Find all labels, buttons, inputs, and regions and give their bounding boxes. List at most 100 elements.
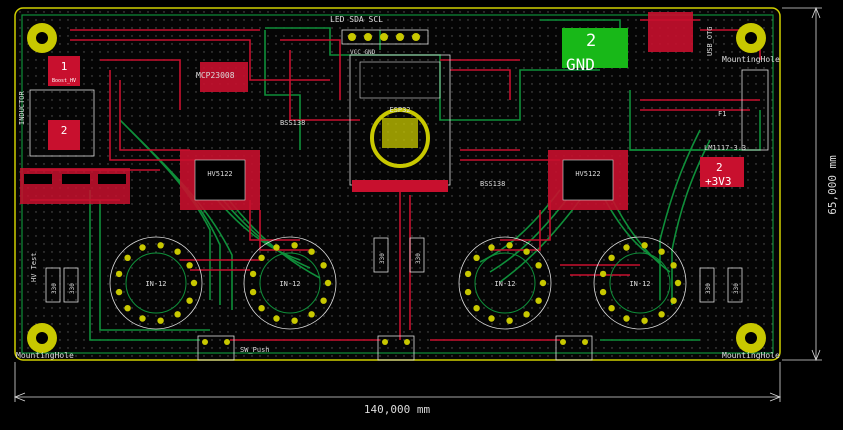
tube-4-pin — [599, 270, 607, 278]
boost-pad-1-number: 1 — [61, 60, 68, 73]
tube-1-pin — [139, 244, 146, 251]
tube-2-pin — [273, 315, 280, 322]
tube-2-pin — [291, 317, 298, 324]
mounting-hole-top-right — [736, 23, 766, 53]
tube-4-pin — [670, 262, 677, 269]
hv-driver-left: HV5122 — [180, 150, 260, 210]
resistor-6: 330 — [727, 267, 743, 303]
inductor-outline — [29, 89, 95, 157]
tube-2-pin — [308, 311, 315, 318]
tube-4-pin — [641, 242, 648, 249]
tube-4-pin — [670, 297, 677, 304]
tube-3-pin — [473, 305, 480, 312]
tube-4-pin — [623, 315, 630, 322]
hv-test-label: HV Test — [30, 252, 38, 282]
tube-2-pin — [258, 305, 265, 312]
tube-2-pin — [320, 262, 327, 269]
width-dimension — [13, 362, 782, 402]
center-header-label: LED SDA SCL — [330, 15, 383, 24]
tube-1-pin — [186, 262, 193, 269]
gnd-pad-number: 2 — [586, 31, 596, 51]
tube-2-pin — [273, 244, 280, 251]
v33-pad-label: +3V3 — [705, 175, 732, 188]
switch-1-label: SW_Push — [240, 346, 270, 354]
tube-pins — [115, 242, 682, 324]
boost-pad-2: 2 — [48, 120, 80, 150]
tube-3-pin — [523, 248, 530, 255]
resistor-2-label: 330 — [69, 283, 76, 294]
mounting-hole-label-bottom-right: MountingHole — [722, 351, 780, 360]
mounting-hole-bottom-left — [27, 323, 57, 353]
tube-socket-2: IN-12 — [243, 236, 337, 330]
mosfet-label-right: BSS138 — [480, 180, 505, 188]
esp32-module: ESP32 — [349, 54, 451, 192]
gnd-pad: 2 GND — [562, 28, 628, 74]
resistor-6-label: 330 — [733, 283, 740, 294]
tube-1-pin — [115, 270, 123, 278]
tube-2-pin — [324, 279, 332, 287]
gnd-pad-label: GND — [566, 55, 595, 74]
tube-3-pin — [506, 317, 513, 324]
tube-1-pin — [190, 279, 198, 287]
mosfet-label-left: BSS138 — [280, 119, 305, 127]
tube-socket-1: IN-12 — [109, 236, 203, 330]
tube-3-pin — [539, 279, 547, 287]
fuse-label: F1 — [718, 110, 726, 118]
resistor-4: 330 — [409, 237, 425, 273]
boost-pad-1: 1 Boost_HV — [48, 56, 80, 86]
tube-4-pin — [608, 254, 615, 261]
tube-1-pin — [174, 248, 181, 255]
tube-2-label: IN-12 — [279, 280, 300, 288]
v33-pad: 2 +3V3 — [700, 157, 744, 188]
tube-3-pin — [535, 297, 542, 304]
tube-1-pin — [157, 242, 164, 249]
mounting-hole-label-bottom-left: MountingHole — [16, 351, 74, 360]
tube-3-pin — [488, 244, 495, 251]
tube-3-pin — [506, 242, 513, 249]
mcp-label: MCP23008 — [196, 71, 235, 80]
resistor-1-label: 330 — [51, 283, 58, 294]
push-switch-1: SW_Push — [197, 335, 270, 361]
inductor-label: INDUCTOR — [18, 90, 26, 125]
left-power-block — [20, 168, 130, 204]
v33-pad-number: 2 — [716, 161, 723, 174]
resistor-3: 330 — [373, 237, 389, 273]
mcp-expander: MCP23008 — [196, 62, 248, 92]
tube-4-pin — [608, 305, 615, 312]
tube-3-pin — [464, 270, 472, 278]
tube-1-pin — [157, 317, 164, 324]
tube-1-pin — [186, 297, 193, 304]
push-switch-2 — [377, 335, 415, 361]
push-switch-3 — [555, 335, 593, 361]
tube-3-label: IN-12 — [494, 280, 515, 288]
tube-3-pin — [523, 311, 530, 318]
resistor-5-label: 330 — [705, 283, 712, 294]
resistor-1: 330 — [45, 267, 61, 303]
hv-driver-right: HV5122 — [548, 150, 628, 210]
tube-2-pin — [291, 242, 298, 249]
usb-label: USB_OTG — [706, 26, 714, 56]
hv-driver-right-label: HV5122 — [575, 170, 600, 178]
tube-socket-3: IN-12 — [458, 236, 552, 330]
tube-3-pin — [488, 315, 495, 322]
tube-3-pin — [535, 262, 542, 269]
width-dimension-label: 140,000 mm — [364, 403, 431, 416]
resistor-4-label: 330 — [415, 253, 422, 264]
tube-2-pin — [258, 254, 265, 261]
tube-4-pin — [658, 311, 665, 318]
power-jack-outline — [741, 69, 769, 151]
tube-1-pin — [115, 288, 123, 296]
tube-2-pin — [249, 270, 257, 278]
mounting-hole-bottom-right — [736, 323, 766, 353]
tube-1-pin — [124, 305, 131, 312]
tube-2-pin — [249, 288, 257, 296]
center-header-pins: VCC GND — [350, 49, 376, 56]
resistor-3-label: 330 — [379, 253, 386, 264]
center-header: LED SDA SCL VCC GND — [330, 15, 429, 56]
tube-1-label: IN-12 — [145, 280, 166, 288]
tube-4-pin — [674, 279, 682, 287]
tube-4-label: IN-12 — [629, 280, 650, 288]
resistor-2: 330 — [63, 267, 79, 303]
tube-1-pin — [124, 254, 131, 261]
